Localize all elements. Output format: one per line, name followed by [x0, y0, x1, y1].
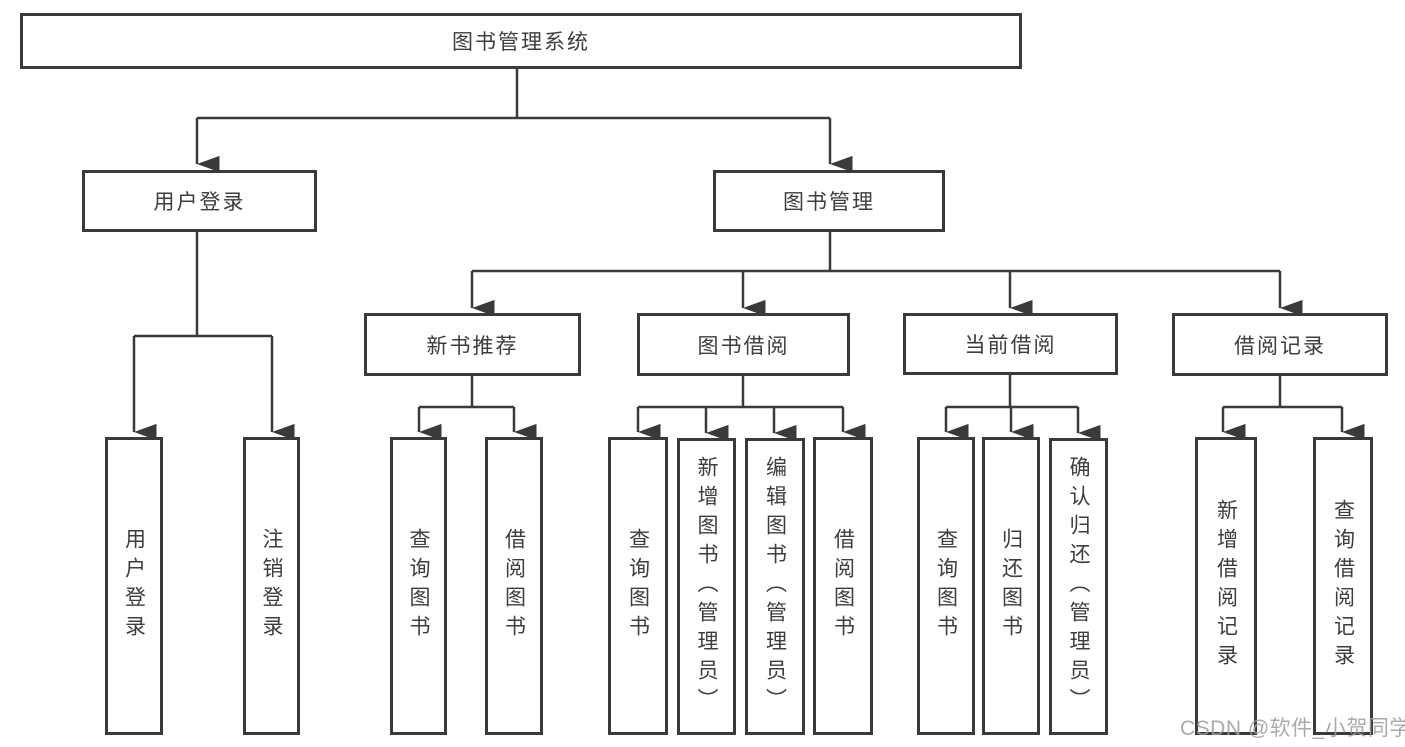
node-label: 图书借阅 — [697, 334, 790, 358]
node-label: 新增借阅记录 — [1214, 499, 1238, 673]
leaf-add-borrowing-record: 新增借阅记录 — [1195, 437, 1257, 735]
leaf-query-books-current: 查询图书 — [917, 437, 975, 735]
leaf-borrow-books-borrowing: 借阅图书 — [813, 437, 873, 735]
node-user-login: 用户登录 — [82, 170, 317, 232]
node-label: 借阅图书 — [502, 528, 526, 644]
leaf-return-books: 归还图书 — [982, 437, 1040, 735]
node-label: 查询图书 — [934, 528, 958, 644]
node-label: 查询图书 — [626, 528, 650, 644]
node-label: 归还图书 — [999, 528, 1023, 644]
node-label: 新书推荐 — [426, 334, 519, 358]
leaf-edit-books-admin: 编辑图书（管理员） — [745, 438, 805, 735]
leaf-query-borrowing-record: 查询借阅记录 — [1313, 437, 1373, 735]
node-label: 用户登录 — [153, 191, 246, 214]
node-label: 当前借阅 — [964, 334, 1057, 357]
leaf-query-books-recommend: 查询图书 — [390, 437, 447, 735]
leaf-confirm-return-admin: 确认归还（管理员） — [1049, 438, 1108, 735]
leaf-borrow-books-recommend: 借阅图书 — [485, 437, 543, 735]
node-label: 图书管理系统 — [452, 31, 590, 54]
csdn-watermark: CSDN @软件_小贺同学 — [1180, 717, 1405, 740]
node-label: 借阅记录 — [1234, 334, 1326, 358]
node-borrowing-records: 借阅记录 — [1172, 313, 1388, 376]
leaf-user-login: 用户登录 — [105, 437, 163, 735]
node-label: 借阅图书 — [831, 528, 855, 644]
node-new-book-recommendation: 新书推荐 — [364, 313, 581, 376]
node-label: 查询图书 — [407, 528, 430, 644]
node-root-system: 图书管理系统 — [20, 13, 1022, 69]
node-label: 编辑图书（管理员） — [763, 456, 787, 717]
node-label: 确认归还（管理员） — [1067, 456, 1090, 717]
node-label: 用户登录 — [122, 528, 146, 644]
leaf-logout: 注销登录 — [243, 437, 300, 735]
node-current-borrowing: 当前借阅 — [903, 313, 1118, 375]
node-label: 图书管理 — [783, 191, 875, 214]
node-label: 查询借阅记录 — [1331, 499, 1355, 673]
node-book-borrowing: 图书借阅 — [637, 313, 850, 376]
node-label: 注销登录 — [260, 528, 283, 644]
node-book-management: 图书管理 — [713, 170, 945, 232]
leaf-add-books-admin: 新增图书（管理员） — [677, 438, 736, 735]
node-label: 新增图书（管理员） — [695, 456, 718, 717]
leaf-query-books-borrowing: 查询图书 — [608, 437, 668, 735]
